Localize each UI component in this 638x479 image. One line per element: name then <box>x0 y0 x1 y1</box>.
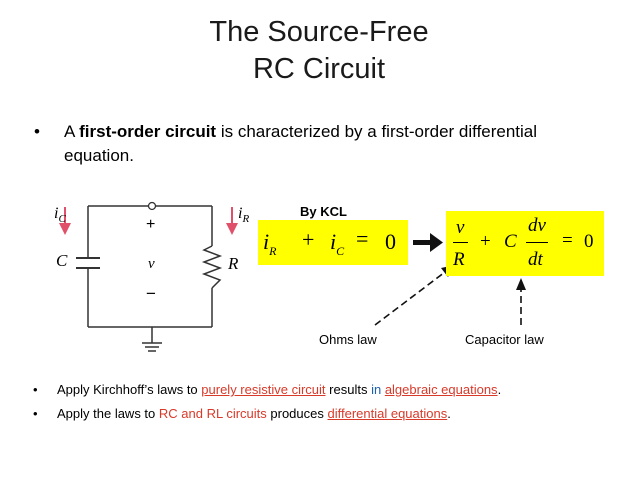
eq1-zero: 0 <box>385 229 396 254</box>
bullet-marker: • <box>33 406 38 421</box>
b2-differential-equations: differential equations <box>327 406 448 421</box>
ir-arrow-shaft <box>231 207 233 225</box>
title-line-1: The Source-Free <box>209 16 429 48</box>
intro-bullet: • A first-order circuit is characterized… <box>34 120 594 168</box>
b1-period: . <box>497 382 502 397</box>
bottom-bullet-1: • Apply Kirchhoff’s laws to purely resis… <box>33 381 501 399</box>
b1-resistive-circuit: purely resistive circuit <box>201 382 326 397</box>
b1-algebraic-equations: algebraic equations <box>384 382 498 397</box>
eq1-ic-sub-c: C <box>336 244 345 258</box>
b1-in: in <box>371 382 382 397</box>
intro-bold-term: first-order circuit <box>79 122 217 141</box>
eq2-v: v <box>456 217 465 238</box>
arrow-right-icon <box>413 233 443 252</box>
b2-text-a: Apply the laws to <box>57 406 159 421</box>
ic-label-sub: C <box>58 213 66 225</box>
capacitor-arrow-head <box>516 278 526 290</box>
eq1-i-main: i <box>263 229 270 254</box>
resistor-label: R <box>228 254 239 273</box>
eq1-equals: = <box>356 226 369 251</box>
eq2-dt: dt <box>528 249 543 270</box>
kcl-equation: iR + iC = 0 <box>258 220 408 265</box>
eq2-R: R <box>453 249 465 270</box>
ic-arrow-shaft <box>64 207 66 225</box>
bottom-bullet-2: • Apply the laws to RC and RL circuits p… <box>33 405 451 423</box>
capacitor-label: C <box>56 251 68 270</box>
voltage-minus-sign: − <box>146 284 156 303</box>
intro-bullet-text: A first-order circuit is characterized b… <box>64 120 594 168</box>
rc-differential-equation: v R + C dv dt = 0 <box>446 211 604 276</box>
kcl-label: By KCL <box>300 204 347 219</box>
ground-symbol <box>142 342 162 352</box>
voltage-label: v <box>148 256 155 272</box>
intro-suffix: is characterized by a first-order differ… <box>64 122 538 165</box>
ic-label: iC <box>54 205 66 225</box>
b1-text-a: Apply Kirchhoff’s laws to <box>57 382 202 397</box>
intro-prefix: A <box>64 122 80 141</box>
ir-label-main: i <box>238 205 243 222</box>
eq2-plus: + <box>480 231 491 252</box>
bullet-marker: • <box>33 382 38 397</box>
ic-label-main: i <box>54 205 59 222</box>
capacitor-law-label: Capacitor law <box>465 332 544 347</box>
voltage-plus-sign: + <box>146 216 156 233</box>
eq1-i-sub-r: R <box>269 244 277 258</box>
b2-text-b: produces <box>266 406 328 421</box>
ir-arrow-head <box>226 223 238 235</box>
ir-label: iR <box>238 205 250 225</box>
bottom-bullet-2-text: Apply the laws to RC and RL circuits pro… <box>57 406 451 421</box>
resistor-symbol <box>201 245 223 289</box>
ohms-law-pointer <box>374 268 450 326</box>
eq1-plus: + <box>302 227 315 252</box>
b1-text-b: results <box>325 382 372 397</box>
title-line-2: RC Circuit <box>252 53 386 85</box>
eq1-ic: iC <box>330 229 345 258</box>
bottom-bullet-1-text: Apply Kirchhoff’s laws to purely resisti… <box>57 382 501 397</box>
eq1-i: iR <box>263 229 277 258</box>
eq2-fraction-bar-2 <box>526 242 548 243</box>
ir-label-sub: R <box>242 213 250 225</box>
b2-rc-rl-circuits: RC and RL circuits <box>158 406 267 421</box>
eq2-zero: 0 <box>584 231 594 252</box>
eq2-dv: dv <box>528 215 546 236</box>
slide-title: The Source-Free RC Circuit <box>0 14 638 88</box>
eq1-ic-main: i <box>330 229 337 254</box>
eq2-fraction-bar-1 <box>453 242 468 243</box>
top-node <box>147 201 157 211</box>
bullet-marker: • <box>34 122 40 141</box>
eq2-C: C <box>504 231 517 252</box>
b2-period: . <box>447 406 451 421</box>
ic-arrow-head <box>59 223 71 235</box>
eq2-equals: = <box>562 230 573 251</box>
ohms-law-label: Ohms law <box>319 332 377 347</box>
